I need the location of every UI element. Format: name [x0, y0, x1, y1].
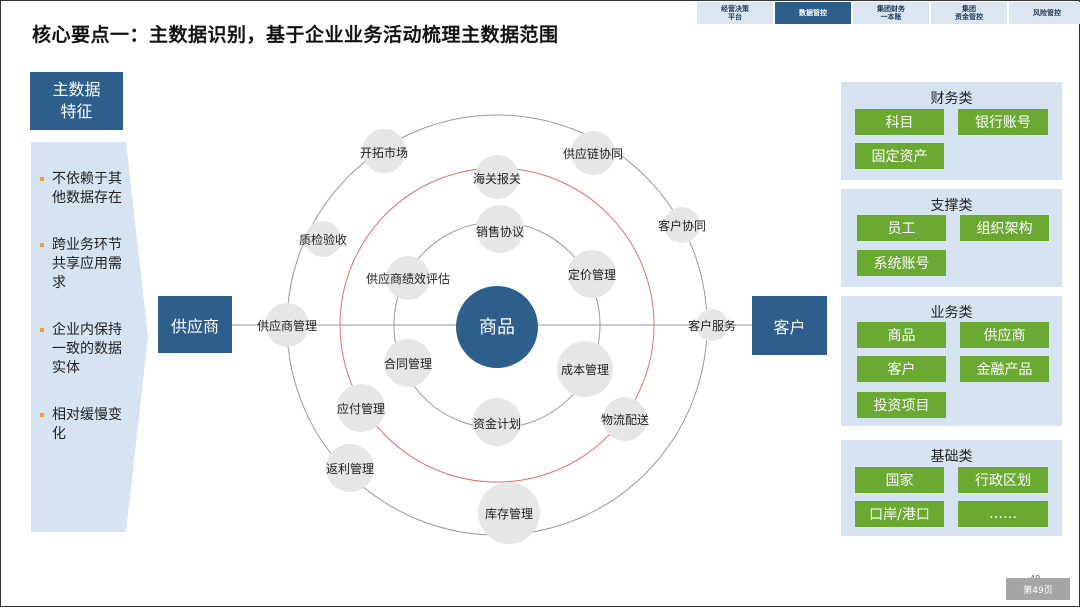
node-bubble	[696, 309, 728, 341]
category-title: 基础类	[930, 449, 973, 465]
chip-admin-region: 行政区划	[958, 467, 1048, 493]
node-contract-management: 合同管理	[384, 356, 432, 371]
category-basic: 基础类 国家 行政区划 口岸/港口 ……	[841, 440, 1062, 536]
chip-org-structure: 组织架构	[960, 215, 1049, 241]
node-bubble	[476, 205, 524, 253]
center-node	[456, 286, 538, 368]
feature-list: 不依赖于其他数据存在 跨业务环节共享应用需求 企业内保持一致的数据实体 相对缓慢…	[38, 170, 128, 472]
chip-country: 国家	[855, 467, 944, 493]
node-bubble	[603, 397, 647, 441]
node-cost-management: 成本管理	[561, 362, 609, 377]
node-supply-chain: 供应链协同	[563, 146, 623, 161]
node-bubble	[478, 482, 540, 544]
entity-supplier: 供应商	[158, 296, 232, 353]
chip-investment-project: 投资项目	[857, 392, 946, 418]
chip-customer: 客户	[857, 356, 946, 382]
feature-item: 跨业务环节共享应用需求	[38, 236, 128, 293]
top-nav: 经营决策 平台 数据管控 集团财务 一本账 集团 资金管控 风险管控	[697, 2, 1080, 24]
node-bubble	[473, 398, 521, 446]
category-business: 业务类 商品 供应商 客户 金融产品 投资项目	[841, 296, 1062, 426]
chip-port: 口岸/港口	[855, 501, 944, 527]
node-supplier-evaluation: 供应商绩效评估	[366, 271, 450, 286]
chip-financial-product: 金融产品	[960, 356, 1049, 382]
tab-risk-control[interactable]: 风险管控	[1009, 2, 1080, 24]
node-bubble	[475, 155, 519, 199]
chip-fixed-assets: 固定资产	[855, 143, 944, 169]
category-title: 支撑类	[930, 198, 973, 214]
node-sales-agreement: 销售协议	[476, 224, 524, 239]
node-quality-inspection: 质检验收	[299, 232, 347, 247]
node-bubble	[337, 384, 385, 432]
page-title: 核心要点一：主数据识别，基于企业业务活动梳理主数据范围	[32, 24, 559, 46]
node-bubble	[568, 250, 616, 298]
chip-more: ……	[958, 501, 1048, 527]
node-logistics: 物流配送	[601, 412, 649, 427]
category-support: 支撑类 员工 组织架构 系统账号	[841, 189, 1062, 287]
node-inventory: 库存管理	[485, 506, 533, 521]
node-supplier-management: 供应商管理	[257, 318, 317, 333]
chip-employee: 员工	[857, 215, 946, 241]
node-bubble	[305, 221, 341, 257]
center-label: 商品	[479, 317, 515, 338]
tab-data-governance[interactable]: 数据管控	[775, 2, 851, 24]
node-bubble	[362, 129, 406, 173]
feature-item: 相对缓慢变化	[38, 406, 128, 444]
feature-item: 不依赖于其他数据存在	[38, 170, 128, 208]
chip-goods: 商品	[857, 322, 946, 348]
tab-group-finance[interactable]: 集团财务 一本账	[853, 2, 929, 24]
feature-arrow-shape	[31, 142, 148, 532]
entity-customer: 客户	[752, 296, 827, 355]
node-rebate: 返利管理	[326, 461, 374, 476]
chip-system-account: 系统账号	[857, 250, 946, 276]
node-bubble	[664, 207, 700, 243]
node-bubble	[265, 303, 309, 347]
tab-decision-platform[interactable]: 经营决策 平台	[697, 2, 773, 24]
page-badge: 第49页	[1006, 578, 1070, 600]
tab-fund-control[interactable]: 集团 资金管控	[931, 2, 1007, 24]
node-bubble	[326, 444, 374, 492]
node-bubble	[384, 339, 432, 387]
category-finance: 财务类 科目 银行账号 固定资产	[841, 82, 1062, 180]
node-customer-collab: 客户协同	[658, 218, 706, 233]
feature-item: 企业内保持一致的数据实体	[38, 321, 128, 378]
category-title: 财务类	[930, 91, 973, 107]
chip-subject: 科目	[855, 109, 944, 135]
feature-panel-title: 主数据 特征	[30, 72, 123, 130]
node-fund-plan: 资金计划	[473, 416, 521, 431]
chip-bank-account: 银行账号	[958, 109, 1048, 135]
category-title: 业务类	[930, 305, 973, 321]
node-bubble	[557, 341, 613, 397]
node-bubble	[386, 256, 430, 300]
node-customer-service: 客户服务	[688, 318, 736, 333]
node-market-expansion: 开拓市场	[360, 145, 408, 160]
node-payables: 应付管理	[337, 401, 385, 416]
node-customs: 海关报关	[473, 171, 521, 186]
chip-supplier: 供应商	[960, 322, 1049, 348]
node-pricing: 定价管理	[568, 267, 616, 282]
node-bubble	[571, 131, 615, 175]
